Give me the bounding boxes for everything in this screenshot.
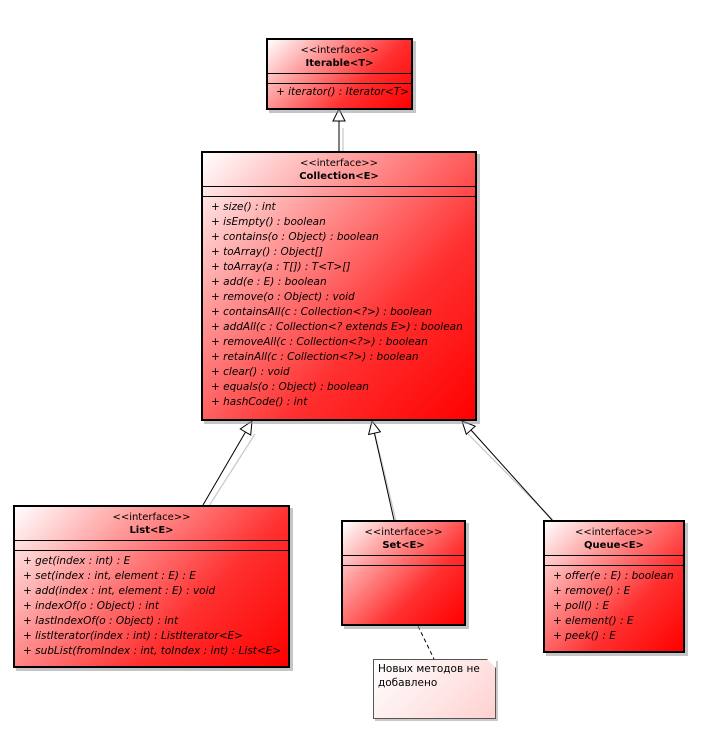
operation: + contains(o : Object) : boolean <box>211 231 379 243</box>
class-list[interactable]: <<interface>> List<E> + get(index : int)… <box>13 505 290 668</box>
operation: + poll() : E <box>553 600 610 612</box>
operation: + retainAll(c : Collection<?>) : boolean <box>211 351 419 363</box>
class-name: Iterable<T> <box>305 58 374 69</box>
operation: + removeAll(c : Collection<?>) : boolean <box>211 336 428 348</box>
operations-compartment: + size() : int + isEmpty() : boolean + c… <box>203 196 475 410</box>
stereotype-label: <<interface>> <box>300 45 379 56</box>
attributes-compartment <box>15 540 288 550</box>
generalization-queue-collection <box>470 429 553 521</box>
operation: + get(index : int) : E <box>23 555 131 567</box>
note-anchor-line <box>417 625 435 660</box>
operation: + toArray() : Object[] <box>211 246 323 258</box>
operation: + remove(o : Object) : void <box>211 291 355 303</box>
class-queue[interactable]: <<interface>> Queue<E> + offer(e : E) : … <box>543 520 685 653</box>
operation: + addAll(c : Collection<? extends E>) : … <box>211 321 463 333</box>
generalization-arrowhead <box>239 419 253 436</box>
class-header: <<interface>> Queue<E> <box>545 522 683 552</box>
class-header: <<interface>> Set<E> <box>343 522 464 552</box>
operation: + toArray(a : T[]) : T<T>[] <box>211 261 351 273</box>
generalization-list-collection <box>202 431 246 506</box>
operation: + containsAll(c : Collection<?>) : boole… <box>211 306 433 318</box>
class-header: <<interface>> Collection<E> <box>203 153 475 183</box>
operation: + listIterator(index : int) : ListIterat… <box>23 630 243 642</box>
operation: + indexOf(o : Object) : int <box>23 600 159 612</box>
operation: + iterator() : Iterator<T> <box>276 86 409 98</box>
operation: + peek() : E <box>553 630 616 642</box>
generalization-arrowhead <box>367 419 382 436</box>
operations-compartment: + get(index : int) : E + set(index : int… <box>15 550 288 659</box>
stereotype-label: <<interface>> <box>574 527 654 538</box>
stereotype-label: <<interface>> <box>112 512 191 523</box>
note[interactable]: Новых методов не добавлено <box>373 659 496 719</box>
operation: + hashCode() : int <box>211 396 308 408</box>
operation: + subList(fromIndex : int, toIndex : int… <box>23 645 282 657</box>
generalization-arrowhead <box>332 107 346 122</box>
note-text: Новых методов не добавлено <box>378 663 480 689</box>
operation: + clear() : void <box>211 366 290 378</box>
class-name: List<E> <box>129 525 174 536</box>
class-set[interactable]: <<interface>> Set<E> <box>341 520 466 626</box>
operation: + element() : E <box>553 615 634 627</box>
class-collection[interactable]: <<interface>> Collection<E> + size() : i… <box>201 151 477 421</box>
class-header: <<interface>> List<E> <box>15 507 288 537</box>
class-header: <<interface>> Iterable<T> <box>268 40 411 70</box>
class-name: Set<E> <box>382 540 425 551</box>
attributes-compartment <box>203 186 475 196</box>
class-iterable[interactable]: <<interface>> Iterable<T> + iterator() :… <box>266 38 413 110</box>
generalization-set-collection <box>374 433 395 521</box>
attributes-compartment <box>545 555 683 565</box>
operations-compartment <box>343 565 464 566</box>
operation: + equals(o : Object) : boolean <box>211 381 369 393</box>
attributes-compartment <box>268 73 411 83</box>
attributes-compartment <box>343 555 464 565</box>
generalization-arrowhead <box>461 420 477 436</box>
operation: + add(index : int, element : E) : void <box>23 585 216 597</box>
operation: + lastIndexOf(o : Object) : int <box>23 615 179 627</box>
operation: + isEmpty() : boolean <box>211 216 326 228</box>
stereotype-label: <<interface>> <box>364 527 443 538</box>
note-fold <box>487 659 496 668</box>
operation: + set(index : int, element : E) : E <box>23 570 196 582</box>
class-name: Queue<E> <box>584 540 644 551</box>
operation: + size() : int <box>211 201 276 213</box>
class-name: Collection<E> <box>299 171 379 182</box>
operations-compartment: + offer(e : E) : boolean + remove() : E … <box>545 565 683 644</box>
operations-compartment: + iterator() : Iterator<T> <box>268 83 411 100</box>
operation: + offer(e : E) : boolean <box>553 570 674 582</box>
stereotype-label: <<interface>> <box>299 158 379 169</box>
operation: + add(e : E) : boolean <box>211 276 327 288</box>
operation: + remove() : E <box>553 585 631 597</box>
